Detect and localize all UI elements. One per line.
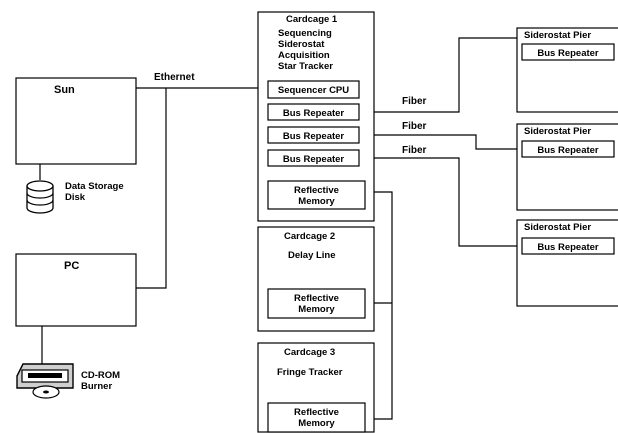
- siderostat-pier: Siderostat Pier Bus Repeater: [516, 123, 618, 211]
- siderostat-pier: Siderostat Pier Bus Repeater: [516, 219, 618, 307]
- pc-box: [15, 253, 137, 327]
- sequencer-cpu-card: [267, 80, 360, 99]
- siderostat-pier-title: Siderostat Pier: [524, 126, 591, 137]
- cdrom-label-line1: CD-ROM: [81, 370, 120, 381]
- reflective-memory-card: [267, 402, 366, 433]
- pc-label: PC: [64, 260, 79, 272]
- siderostat-pier-title: Siderostat Pier: [524, 222, 591, 233]
- reflective-memory-label: Memory: [298, 418, 335, 429]
- ethernet-pc-branch: [136, 88, 167, 289]
- cardcage-1-title: Cardcage 1: [286, 14, 338, 25]
- fiber-link-3: [359, 157, 522, 247]
- siderostat-pier-box: [516, 27, 618, 113]
- pc-workstation: PC: [15, 253, 137, 327]
- siderostat-pier-title: Siderostat Pier: [524, 30, 591, 41]
- reflective-memory-label: Reflective: [294, 407, 339, 418]
- siderostat-pier-box: [516, 219, 618, 307]
- cardcage-1-function: Acquisition: [278, 50, 330, 61]
- cardcage-1-function: Siderostat: [278, 39, 325, 50]
- reflective-memory-label: Reflective: [294, 293, 339, 304]
- cardcage-3-title: Cardcage 3: [284, 347, 335, 358]
- cardcage-1-function: Star Tracker: [278, 61, 333, 72]
- data-storage-disk: Data Storage Disk: [26, 180, 124, 214]
- cdrom-burner: CD-ROM Burner: [16, 363, 120, 399]
- bus-repeater-card: [267, 149, 360, 167]
- cardcage-2: Cardcage 2 Delay Line Reflective Memory: [257, 226, 375, 332]
- pier-bus-repeater-card: [521, 43, 615, 61]
- pier-bus-repeater-card: [521, 140, 615, 158]
- fiber-label: Fiber: [402, 96, 427, 107]
- sun-workstation: Sun: [15, 77, 137, 165]
- bus-repeater-card: [267, 126, 360, 144]
- cardcage-1: Cardcage 1 Sequencing Siderostat Acquisi…: [257, 11, 375, 222]
- bus-repeater-card: [267, 103, 360, 121]
- cardcage-3-function: Fringe Tracker: [277, 367, 343, 378]
- disk-label-line2: Disk: [65, 192, 86, 203]
- cdrom-drive-icon: [16, 363, 74, 399]
- sun-label: Sun: [54, 84, 75, 96]
- disk-label-line1: Data Storage: [65, 181, 124, 192]
- fiber-link-2: [359, 134, 522, 150]
- connection-wires: [39, 37, 522, 420]
- cardcage-2-function: Delay Line: [288, 250, 336, 261]
- siderostat-pier: Siderostat Pier Bus Repeater: [516, 27, 618, 113]
- cardcage-3: Cardcage 3 Fringe Tracker Reflective Mem…: [257, 342, 375, 433]
- fiber-link-1: [359, 37, 522, 113]
- pier-bus-repeater-card: [521, 237, 615, 255]
- ethernet-label: Ethernet: [154, 72, 195, 83]
- disk-stack-icon: [26, 180, 54, 214]
- reflective-memory-label: Memory: [298, 304, 335, 315]
- fiber-label: Fiber: [402, 121, 427, 132]
- cardcage-1-function: Sequencing: [278, 28, 332, 39]
- siderostat-pier-box: [516, 123, 618, 211]
- bus-repeater-label: Bus Repeater: [283, 108, 345, 119]
- pier-bus-repeater-label: Bus Repeater: [537, 145, 599, 156]
- reflective-memory-label: Memory: [298, 196, 335, 207]
- reflective-memory-label: Reflective: [294, 185, 339, 196]
- sequencer-cpu-label: Sequencer CPU: [278, 85, 349, 96]
- bus-repeater-label: Bus Repeater: [283, 154, 345, 165]
- bus-repeater-label: Bus Repeater: [283, 131, 345, 142]
- pier-bus-repeater-label: Bus Repeater: [537, 48, 599, 59]
- sun-box: [15, 77, 137, 165]
- cardcage-2-title: Cardcage 2: [284, 231, 335, 242]
- reflective-memory-card: [267, 180, 366, 210]
- cdrom-label-line2: Burner: [81, 381, 112, 392]
- fiber-label: Fiber: [402, 145, 427, 156]
- reflective-memory-card: [267, 288, 366, 319]
- pier-bus-repeater-label: Bus Repeater: [537, 242, 599, 253]
